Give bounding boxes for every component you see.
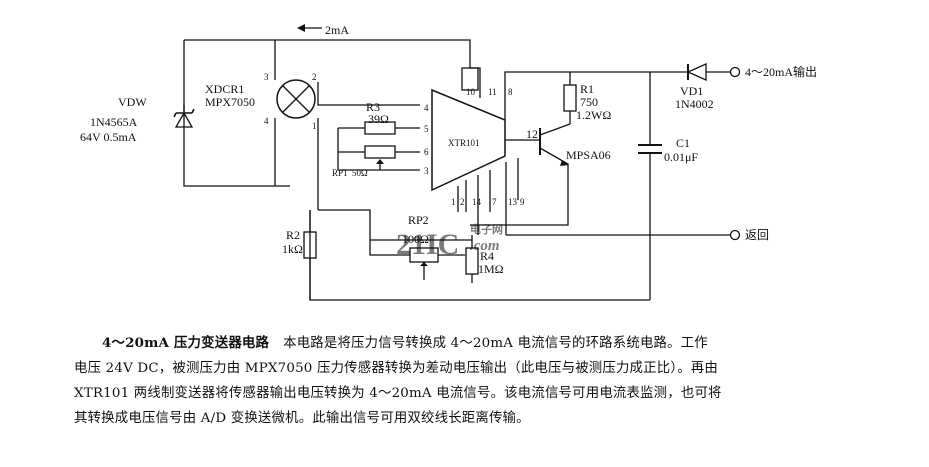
rp2-wiper-arrow-icon	[420, 262, 428, 266]
r4-name: R4	[480, 249, 494, 263]
return-label: 返回	[745, 228, 769, 242]
ic-pin-14: 14	[472, 197, 482, 207]
sensor-bottom-wire	[318, 209, 371, 240]
r3-left-wire	[337, 128, 420, 171]
output-label: 4～20mA输出	[745, 64, 817, 79]
rp2-name: RP2	[408, 213, 429, 227]
vd1-part: 1N4002	[675, 97, 714, 111]
figure-caption: 4～20mA 压力变送器电路本电路是将压力信号转换成 4～20mA 电流信号的环…	[74, 331, 916, 431]
rp2-value: 100Ω	[402, 232, 429, 246]
ic-pin-13: 13	[508, 197, 518, 207]
ic-pin-5: 5	[424, 124, 429, 134]
return-terminal	[729, 229, 741, 241]
r2-name: R2	[286, 228, 300, 242]
r1-name: R1	[580, 82, 594, 96]
zener-part: 1N4565A	[90, 115, 138, 129]
r2-value: 1kΩ	[282, 242, 303, 256]
rp2-left-wire	[369, 240, 410, 256]
svg-text:21IC: 21IC	[396, 228, 459, 261]
ic-name: XTR101	[448, 138, 480, 148]
r3-name: R3	[366, 100, 380, 114]
r1-body	[563, 84, 577, 112]
sensor-pin-2: 2	[312, 72, 317, 82]
rp1-value: 50Ω	[352, 168, 368, 178]
transistor-collector	[539, 123, 571, 136]
ic-pin-7: 7	[492, 197, 497, 207]
sensor-name: XDCR1	[205, 82, 244, 96]
caption-line-1-text: 本电路是将压力信号转换成 4～20mA 电流信号的环路系统电路。工作	[283, 336, 708, 351]
ic-pin-4: 4	[424, 103, 429, 113]
watermark-logo: 21IC 电子网 .com	[396, 222, 503, 261]
svg-text:电子网: 电子网	[470, 222, 503, 236]
xtr101-body	[431, 88, 506, 192]
ic-pin-1: 1	[451, 197, 456, 207]
top-supply-wire	[184, 39, 471, 68]
c1-value: 0.01μF	[664, 150, 698, 164]
sensor-part: MPX7050	[205, 95, 255, 109]
sensor-pin-3: 3	[264, 72, 269, 82]
r3-value: 39Ω	[368, 112, 389, 126]
current-label: 2mA	[325, 23, 349, 37]
zener-rating: 64V 0.5mA	[80, 130, 137, 144]
c1-name: C1	[676, 136, 690, 150]
current-arrow-icon	[297, 24, 322, 32]
pressure-transmitter-schematic: 21IC 电子网 .com 2mA XDCR1 MPX7050 3 2 4 1 …	[80, 23, 817, 301]
sensor-pin-4: 4	[264, 116, 269, 126]
r1-power: 1.2WΩ	[576, 108, 611, 122]
output-terminal	[729, 66, 741, 78]
rp1-body	[364, 145, 396, 159]
caption-line-3: XTR101 两线制变送器将传感器输出电压转换为 4～20mA 电流信号。该电流…	[74, 386, 722, 401]
zener-name: VDW	[118, 95, 147, 109]
caption-title: 4～20mA 压力变送器电路	[102, 335, 270, 351]
r1-value: 750	[580, 95, 598, 109]
ic-pin-8: 8	[508, 87, 513, 97]
zener-triangle	[174, 111, 194, 128]
caption-line-2: 电压 24V DC，被测压力由 MPX7050 压力传感器转换为差动电压输出（此…	[74, 361, 718, 376]
left-loop-wire	[183, 40, 290, 187]
r4-value: 1MΩ	[478, 262, 504, 276]
r3-body	[364, 121, 396, 135]
diode-triangle	[686, 62, 707, 82]
c1-plates	[638, 144, 662, 154]
ic-pin-9: 9	[520, 197, 525, 207]
ic-pin-3: 3	[424, 166, 429, 176]
caption-line-4: 其转换成电压信号由 A/D 变换送微机。此输出信号可用双绞线长距离传输。	[74, 411, 530, 426]
rp1-name: RP1	[332, 168, 348, 178]
transistor-emitter-arrow-icon	[560, 160, 569, 166]
transistor-part: MPSA06	[566, 148, 611, 162]
ic-pin-2: 2	[460, 197, 465, 207]
ic-pin-11: 11	[488, 87, 497, 97]
ic-pin-6: 6	[424, 147, 429, 157]
sensor-bridge-cross	[282, 85, 310, 113]
ic-pin-10: 10	[466, 87, 476, 97]
pin10-resistor	[461, 67, 479, 91]
transistor-emitter	[470, 147, 569, 226]
rp1-wiper-arrow-icon	[376, 159, 384, 164]
sensor-pin-1: 1	[312, 121, 317, 131]
svg-text:.com: .com	[470, 238, 500, 254]
pin11-wire	[504, 71, 650, 120]
sensor-pin2-wire	[317, 82, 420, 106]
ic-pin-12: 12	[526, 127, 538, 141]
vd1-name: VD1	[680, 84, 703, 98]
sensor-bridge-circle	[276, 79, 316, 119]
caption-line-1: 4～20mA 压力变送器电路本电路是将压力信号转换成 4～20mA 电流信号的环…	[74, 331, 916, 356]
